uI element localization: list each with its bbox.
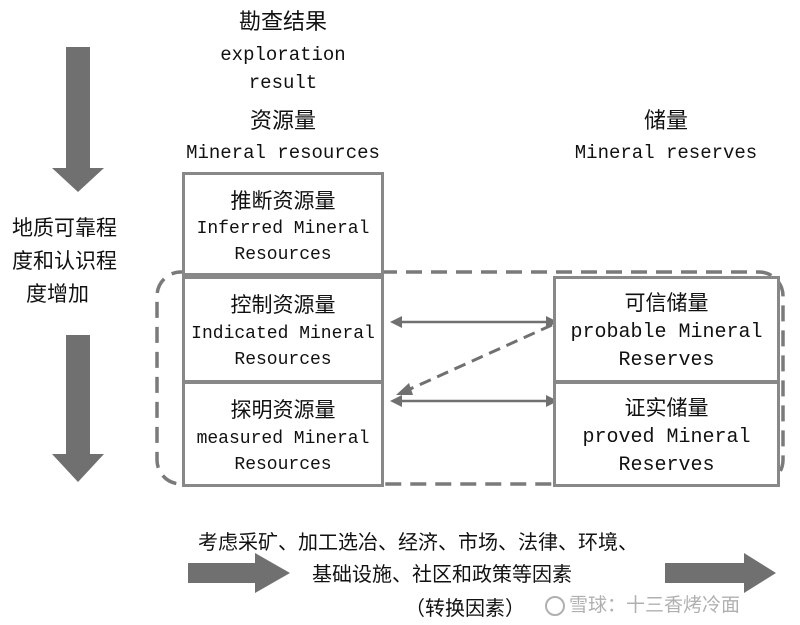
inferred-en-2: Resources [234,245,332,265]
measured-en-2: Resources [234,455,332,475]
indicated-en-1: Indicated Mineral [191,324,375,344]
dashed-group-outline [155,270,785,486]
measured-en-1: measured Mineral [196,429,370,449]
probable-en-2: Reserves [618,349,715,372]
down-arrow-bottom-icon [52,335,104,482]
watermark-text: 雪球：十三香烤冷面 [569,594,741,616]
resources-heading-zh: 资源量 [249,109,316,134]
reserves-heading-en: Mineral reserves [574,142,758,164]
watermark-logo-icon [545,595,565,616]
measured-zh: 探明资源量 [230,398,336,422]
reliability-label: 地质可靠程 度和认识程 度增加 [12,212,152,311]
exploration-result-zh: 勘查结果 [238,10,327,35]
double-arrow-indicated-probable-icon [390,316,558,328]
reserves-heading-zh: 储量 [643,109,688,134]
inferred-resources-box: 推断资源量 Inferred Mineral Resources [182,172,384,276]
reliability-label-line-1: 地质可靠程 [12,216,117,240]
factors-line-1: 考虑采矿、加工选冶、经济、市场、法律、环境、 [198,530,638,554]
probable-reserves-box: 可信储量 probable Mineral Reserves [553,276,780,383]
reliability-label-line-2: 度和认识程 [12,249,117,273]
watermark: 雪球：十三香烤冷面 [545,590,785,617]
right-arrow-bottom-right-icon [665,553,776,593]
probable-zh: 可信储量 [624,291,709,315]
indicated-en-2: Resources [234,350,332,370]
indicated-zh: 控制资源量 [230,293,336,317]
measured-resources-box: 探明资源量 measured Mineral Resources [182,381,384,487]
indicated-resources-box: 控制资源量 Indicated Mineral Resources [182,276,384,383]
factors-line-3: （转换因素） [405,596,525,620]
probable-en-1: probable Mineral [570,321,763,344]
proved-reserves-box: 证实储量 proved Mineral Reserves [553,381,780,487]
double-arrow-measured-proved-icon [390,395,558,407]
proved-en-2: Reserves [618,454,715,477]
exploration-result-en-1: exploration [220,44,346,66]
down-arrow-top-icon [52,47,104,192]
inferred-zh: 推断资源量 [230,189,336,213]
resources-heading-en: Mineral resources [186,142,380,164]
proved-en-1: proved Mineral [582,426,751,449]
dashed-diagonal-arrow-icon [396,323,553,395]
reliability-label-line-3: 度增加 [26,282,89,306]
inferred-en-1: Inferred Mineral [196,219,370,239]
right-arrow-bottom-left-icon [188,553,290,593]
factors-line-2: 基础设施、社区和政策等因素 [312,562,572,586]
proved-zh: 证实储量 [624,396,709,420]
exploration-result-en-2: result [248,72,318,94]
